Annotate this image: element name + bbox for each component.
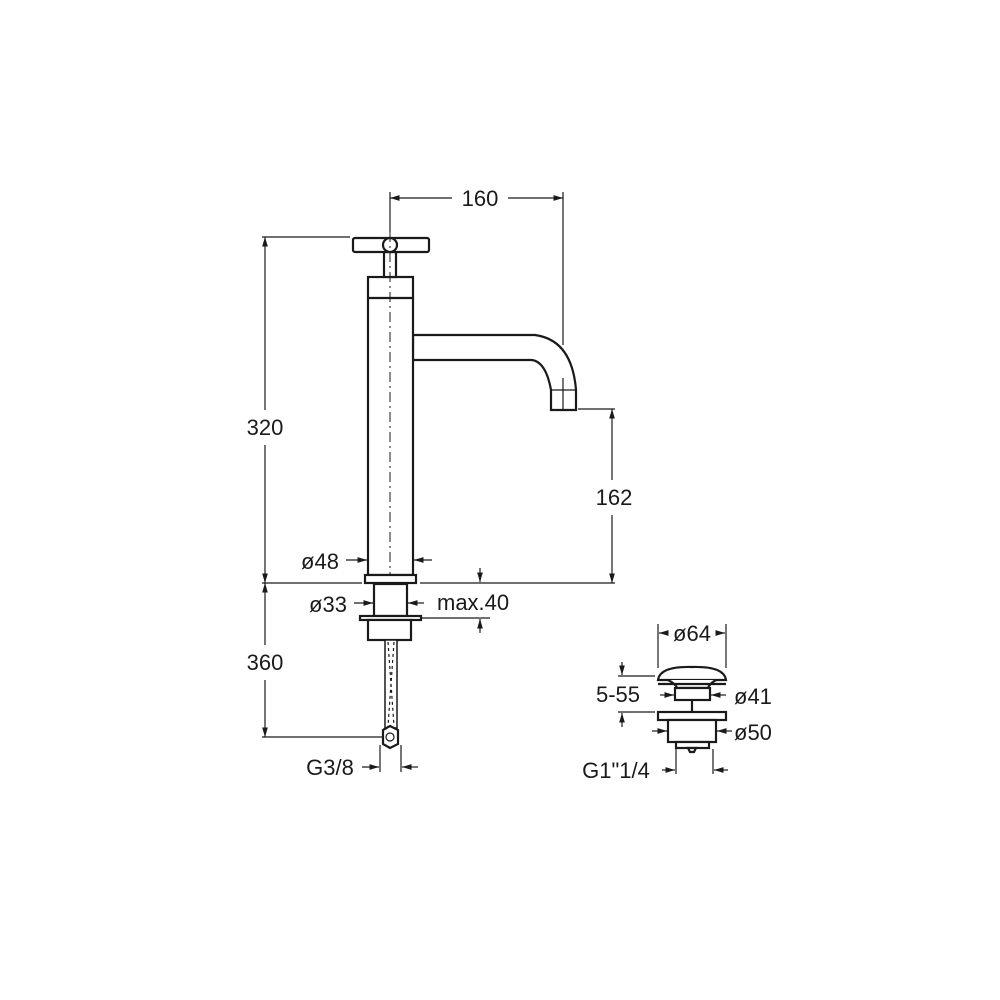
- dim-spout-reach: 160: [462, 186, 499, 211]
- waste-upper-body: [673, 686, 712, 702]
- spout: [411, 333, 578, 412]
- dim-spout-height: 162: [596, 485, 633, 510]
- dim-body-diameter: ø48: [301, 549, 339, 574]
- faucet-dimensions: [262, 192, 615, 772]
- dim-max-deck: max.40: [437, 590, 509, 615]
- hose-nut: [381, 724, 400, 750]
- waste-lower-body: [666, 718, 718, 744]
- dim-thread: G1"1/4: [582, 758, 650, 783]
- dim-hose-connection: G3/8: [306, 755, 354, 780]
- waste-dimensions: [618, 624, 732, 774]
- dim-upper-diameter: ø41: [734, 684, 772, 709]
- dim-shank-diameter: ø33: [309, 592, 347, 617]
- faucet-drawing: [351, 192, 578, 750]
- dim-cap-diameter: ø64: [673, 621, 711, 646]
- waste-drawing: [656, 665, 728, 754]
- shank: [372, 582, 409, 618]
- waste-lower-flange: [656, 710, 728, 722]
- dim-deck-range: 5-55: [596, 682, 640, 707]
- dim-hose-length: 360: [247, 650, 284, 675]
- base-ring: [363, 573, 418, 585]
- waste-cap: [656, 665, 728, 682]
- dim-lower-diameter: ø50: [734, 720, 772, 745]
- mounting-nut: [366, 618, 413, 642]
- dim-total-height: 320: [247, 415, 284, 440]
